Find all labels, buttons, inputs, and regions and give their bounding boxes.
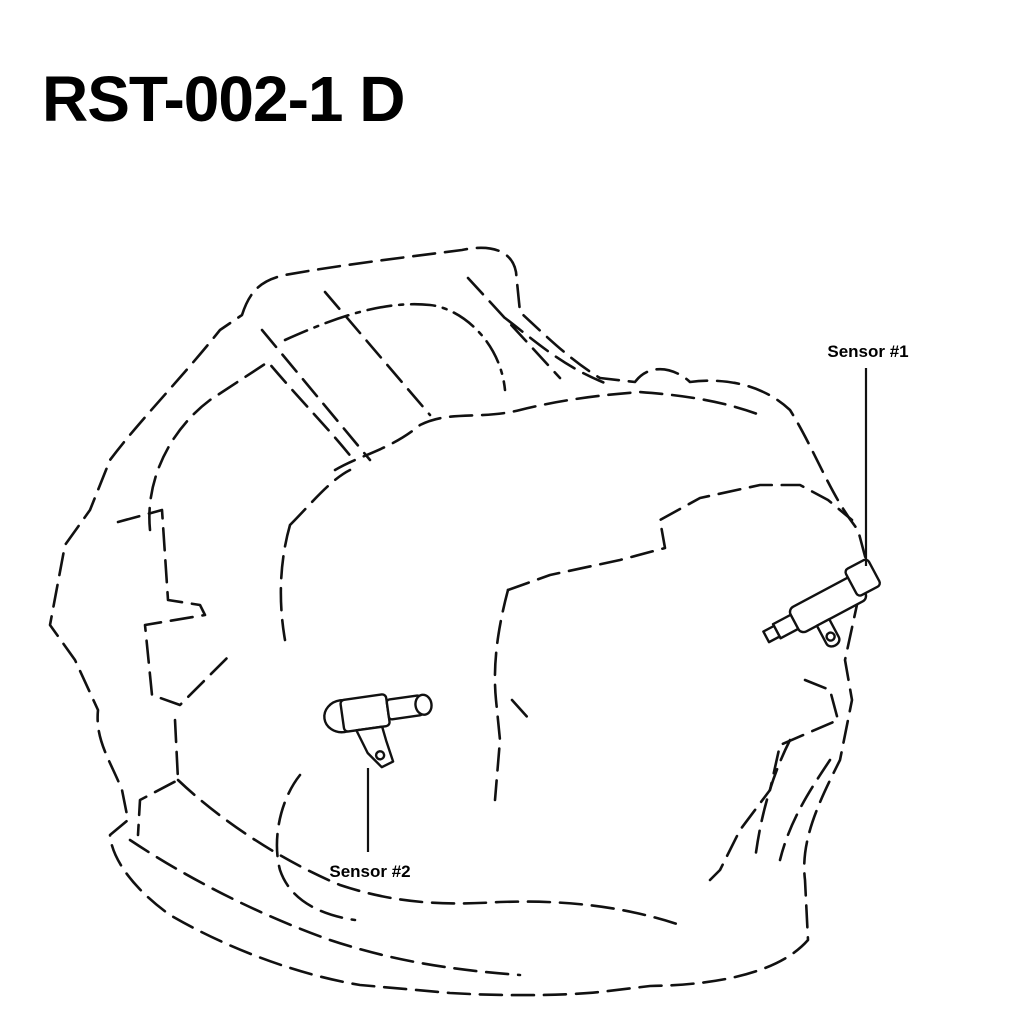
housing-rib-2 xyxy=(283,302,507,392)
sensor-2-part xyxy=(323,693,433,769)
gearbox-block-outline xyxy=(506,483,854,592)
gearbox-block-front xyxy=(493,588,532,802)
transmission-housing xyxy=(48,246,872,997)
lower-pan-edge xyxy=(128,838,522,977)
sensor-2-label: Sensor #2 xyxy=(329,862,410,881)
lower-pan-outline xyxy=(136,718,682,927)
housing-inner-shell xyxy=(148,360,354,532)
case-seam-upper xyxy=(333,390,762,472)
right-flange xyxy=(708,678,840,882)
sensor-1-part xyxy=(762,558,881,648)
housing-rib-1 xyxy=(260,276,612,462)
housing-left-face xyxy=(116,508,232,707)
housing-outer-outline xyxy=(48,246,872,997)
sensor-1-label: Sensor #1 xyxy=(827,342,908,361)
right-lower-rib xyxy=(753,738,832,862)
lower-left-bulge xyxy=(275,773,357,922)
page-title: RST-002-1 D xyxy=(42,63,405,135)
case-seam-lower xyxy=(279,468,352,642)
